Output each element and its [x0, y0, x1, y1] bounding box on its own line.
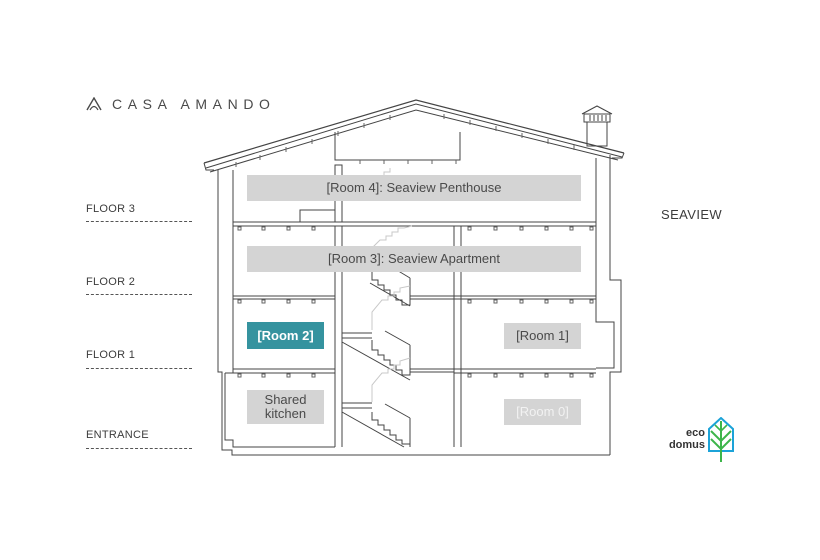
floor-divider	[86, 294, 192, 295]
seaview-label: SEAVIEW	[661, 207, 723, 222]
room-0[interactable]: [Room 0]	[504, 399, 581, 425]
floor-label-2: FLOOR 2	[86, 276, 136, 288]
eco-domus-logo: eco domus	[663, 417, 737, 463]
brand-name: CASA AMANDO	[112, 96, 276, 112]
floor-label-3: FLOOR 3	[86, 203, 136, 215]
floor-label-entrance: ENTRANCE	[86, 429, 149, 441]
floor-label-1: FLOOR 1	[86, 349, 136, 361]
floor-divider	[86, 221, 192, 222]
eco-text-line1: eco	[686, 427, 705, 439]
room-1[interactable]: [Room 1]	[504, 323, 581, 349]
kitchen-label-line1: Shared	[264, 392, 307, 407]
kitchen-label-line2: kitchen	[264, 406, 307, 421]
floor-divider	[86, 448, 192, 449]
brand-header: CASA AMANDO	[86, 96, 276, 112]
arch-logo-icon	[86, 97, 102, 111]
room-2-highlighted[interactable]: [Room 2]	[247, 322, 324, 349]
leaf-house-icon	[708, 417, 734, 462]
floor-divider	[86, 368, 192, 369]
room-3-apartment[interactable]: [Room 3]: Seaview Apartment	[247, 246, 581, 272]
room-4-penthouse[interactable]: [Room 4]: Seaview Penthouse	[247, 175, 581, 201]
shared-kitchen[interactable]: Shared kitchen	[247, 390, 324, 424]
eco-text-line2: domus	[668, 439, 705, 451]
